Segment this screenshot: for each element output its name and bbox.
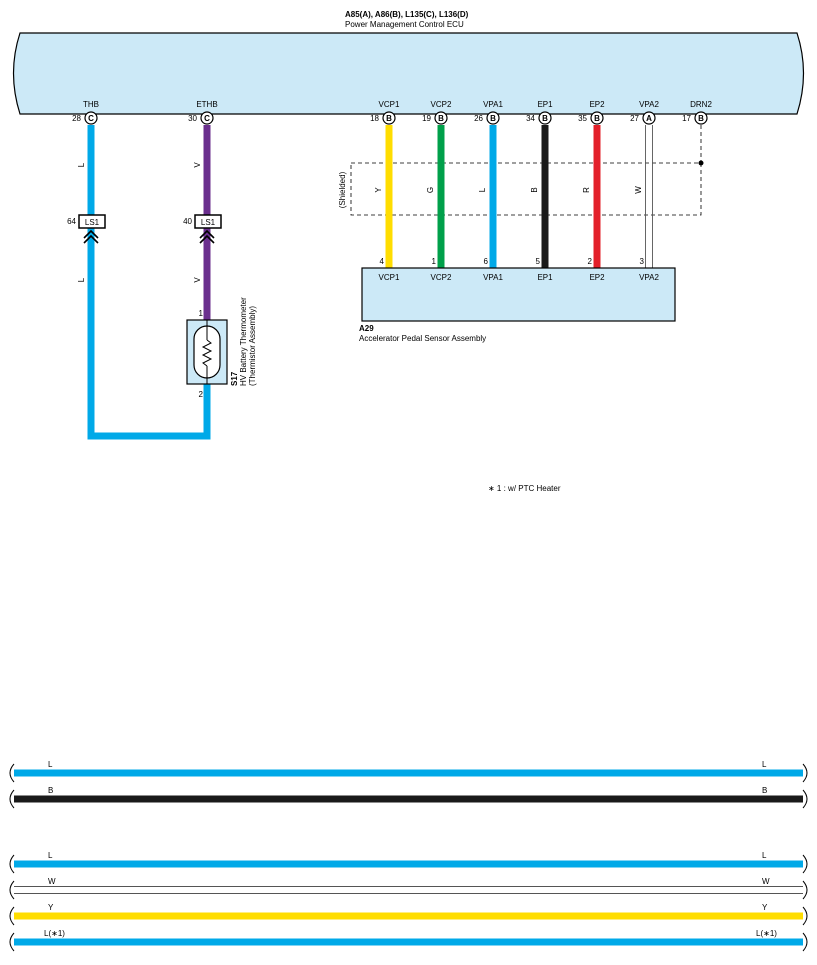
continuation-wire-left-label: L xyxy=(48,851,53,860)
wire-label-ep2: R xyxy=(582,187,591,193)
ecu-pin-labels: THB ETHB VCP1 VCP2 VPA1 EP1 EP2 VPA2 DRN… xyxy=(83,100,712,109)
junction-connector-ethb: 40 LS1 xyxy=(183,214,222,244)
sensor-pin-num-vpa1: 6 xyxy=(484,257,489,266)
ecu-pin-num-ethb: 30 xyxy=(188,114,197,123)
sensor-name: Accelerator Pedal Sensor Assembly xyxy=(359,334,486,343)
ecu-pin-num-vpa1: 26 xyxy=(474,114,483,123)
continuation-wire-5: L(∗1) L(∗1) xyxy=(9,929,808,952)
junction-chevron-icon xyxy=(199,229,215,244)
junction-code-ethb: LS1 xyxy=(201,218,216,227)
continuation-wire-left-label: B xyxy=(48,786,53,795)
ecu-pin-label-ep1: EP1 xyxy=(537,100,553,109)
continuation-wire-left-label: Y xyxy=(48,903,54,912)
junction-chevron-icon xyxy=(83,229,99,244)
sensor-pin-label-vcp1: VCP1 xyxy=(379,273,400,282)
ecu-pin-num-ep1: 34 xyxy=(526,114,535,123)
ecu-pin-label-vcp2: VCP2 xyxy=(431,100,452,109)
wire-vpa2 xyxy=(645,125,653,268)
ecu-pin-conn-drn2: B xyxy=(698,114,704,123)
sensor-pin-num-vcp2: 1 xyxy=(432,257,437,266)
sensor-pin-label-vpa2: VPA2 xyxy=(639,273,659,282)
ecu-connector-codes: A85(A), A86(B), L135(C), L136(D) xyxy=(345,10,469,19)
junction-pin-ethb: 40 xyxy=(183,217,192,226)
wire-label-ethb-lower: V xyxy=(193,277,202,283)
ecu-pin-label-thb: THB xyxy=(83,100,99,109)
wire-label-ethb-upper: V xyxy=(193,162,202,168)
sensor-code: A29 xyxy=(359,324,374,333)
resistor-icon xyxy=(201,339,213,367)
ecu-pin-num-vcp2: 19 xyxy=(422,114,431,123)
thermistor-s17: 1 2 S17 HV Battery Thermometer (Thermist… xyxy=(186,297,257,399)
thermistor-code: S17 xyxy=(230,371,239,386)
sensor-pin-label-vcp2: VCP2 xyxy=(431,273,452,282)
continuation-wire-right-label: Y xyxy=(762,903,768,912)
ecu-pin-num-vcp1: 18 xyxy=(370,114,379,123)
sensor-a29: 4 1 6 5 2 3 VCP1 VCP2 VPA1 EP1 EP2 VPA2 … xyxy=(359,257,676,343)
wire-label-vcp1: Y xyxy=(374,187,383,193)
continuation-wire-1: B B xyxy=(9,786,808,809)
sensor-pin-label-ep1: EP1 xyxy=(537,273,553,282)
ecu-pin-num-thb: 28 xyxy=(72,114,81,123)
ecu-pin-conn-ep1: B xyxy=(542,114,548,123)
continuation-wire-right-label: W xyxy=(762,877,770,886)
sensor-pin-label-ep2: EP2 xyxy=(589,273,605,282)
ecu-pin-conn-thb: C xyxy=(88,114,94,123)
continuation-wire-2: L L xyxy=(9,851,808,874)
ecu-pin-conn-ep2: B xyxy=(594,114,600,123)
continuation-wire-3: W W xyxy=(9,877,808,900)
ecu-box xyxy=(12,32,805,115)
wire-label-thb-lower: L xyxy=(77,277,86,282)
continuation-wire-0: L L xyxy=(9,760,808,783)
ecu-pin-num-ep2: 35 xyxy=(578,114,587,123)
ecu-pin-label-drn2: DRN2 xyxy=(690,100,712,109)
wire-thb xyxy=(87,125,211,440)
ecu-pin-markers: 28 C 30 C 18 B 19 B 26 B 34 B 35 B 27 A … xyxy=(72,111,708,125)
sensor-pin-label-vpa1: VPA1 xyxy=(483,273,503,282)
wire-label-thb-upper: L xyxy=(77,162,86,167)
sensor-pin-num-ep1: 5 xyxy=(536,257,541,266)
ecu-pin-label-vpa2: VPA2 xyxy=(639,100,659,109)
footnote: ∗ 1 : w/ PTC Heater xyxy=(488,484,561,493)
ecu-pin-conn-vpa1: B xyxy=(490,114,496,123)
junction-connector-thb: 64 LS1 xyxy=(67,214,106,244)
shield-label: (Shielded) xyxy=(338,171,347,208)
ecu-pin-num-vpa2: 27 xyxy=(630,114,639,123)
shield-box xyxy=(350,162,702,216)
thermistor-name: HV Battery Thermometer xyxy=(239,297,248,386)
ecu-pin-label-vpa1: VPA1 xyxy=(483,100,503,109)
continuation-wire-4: Y Y xyxy=(9,903,808,926)
ecu-pin-conn-vcp1: B xyxy=(386,114,392,123)
ecu-pin-conn-vcp2: B xyxy=(438,114,444,123)
thermistor-pin2: 2 xyxy=(199,390,204,399)
continuation-wire-left-label: W xyxy=(48,877,56,886)
sensor-pin-num-ep2: 2 xyxy=(588,257,593,266)
ecu-pin-label-ep2: EP2 xyxy=(589,100,605,109)
junction-pin-thb: 64 xyxy=(67,217,76,226)
ecu-pin-label-vcp1: VCP1 xyxy=(379,100,400,109)
sensor-pin-num-vcp1: 4 xyxy=(380,257,385,266)
wire-color-labels: L L V V Y G L B R W (Shielded) xyxy=(77,162,643,283)
continuation-wire-right-label: L xyxy=(762,760,767,769)
continuation-wire-left-label: L xyxy=(48,760,53,769)
continuation-wire-right-label: L xyxy=(762,851,767,860)
junction-code-thb: LS1 xyxy=(85,218,100,227)
drain-junction-dot xyxy=(698,160,704,166)
ecu-pin-label-ethb: ETHB xyxy=(196,100,217,109)
ecu-pin-conn-ethb: C xyxy=(204,114,210,123)
continuation-wire-right-label: B xyxy=(762,786,767,795)
wire-label-vcp2: G xyxy=(426,187,435,193)
ecu-pin-num-drn2: 17 xyxy=(682,114,691,123)
thermistor-sub: (Thermistor Assembly) xyxy=(248,306,257,386)
wire-label-vpa2: W xyxy=(634,186,643,194)
wire-label-vpa1: L xyxy=(478,187,487,192)
sensor-pin-num-vpa2: 3 xyxy=(640,257,645,266)
ecu-pin-conn-vpa2: A xyxy=(646,114,652,123)
continuation-wire-left-label: L(∗1) xyxy=(44,929,65,938)
continuation-wire-right-label: L(∗1) xyxy=(756,929,777,938)
wire-label-ep1: B xyxy=(530,187,539,192)
ecu-name: Power Management Control ECU xyxy=(345,20,464,29)
thermistor-pin1: 1 xyxy=(199,309,204,318)
